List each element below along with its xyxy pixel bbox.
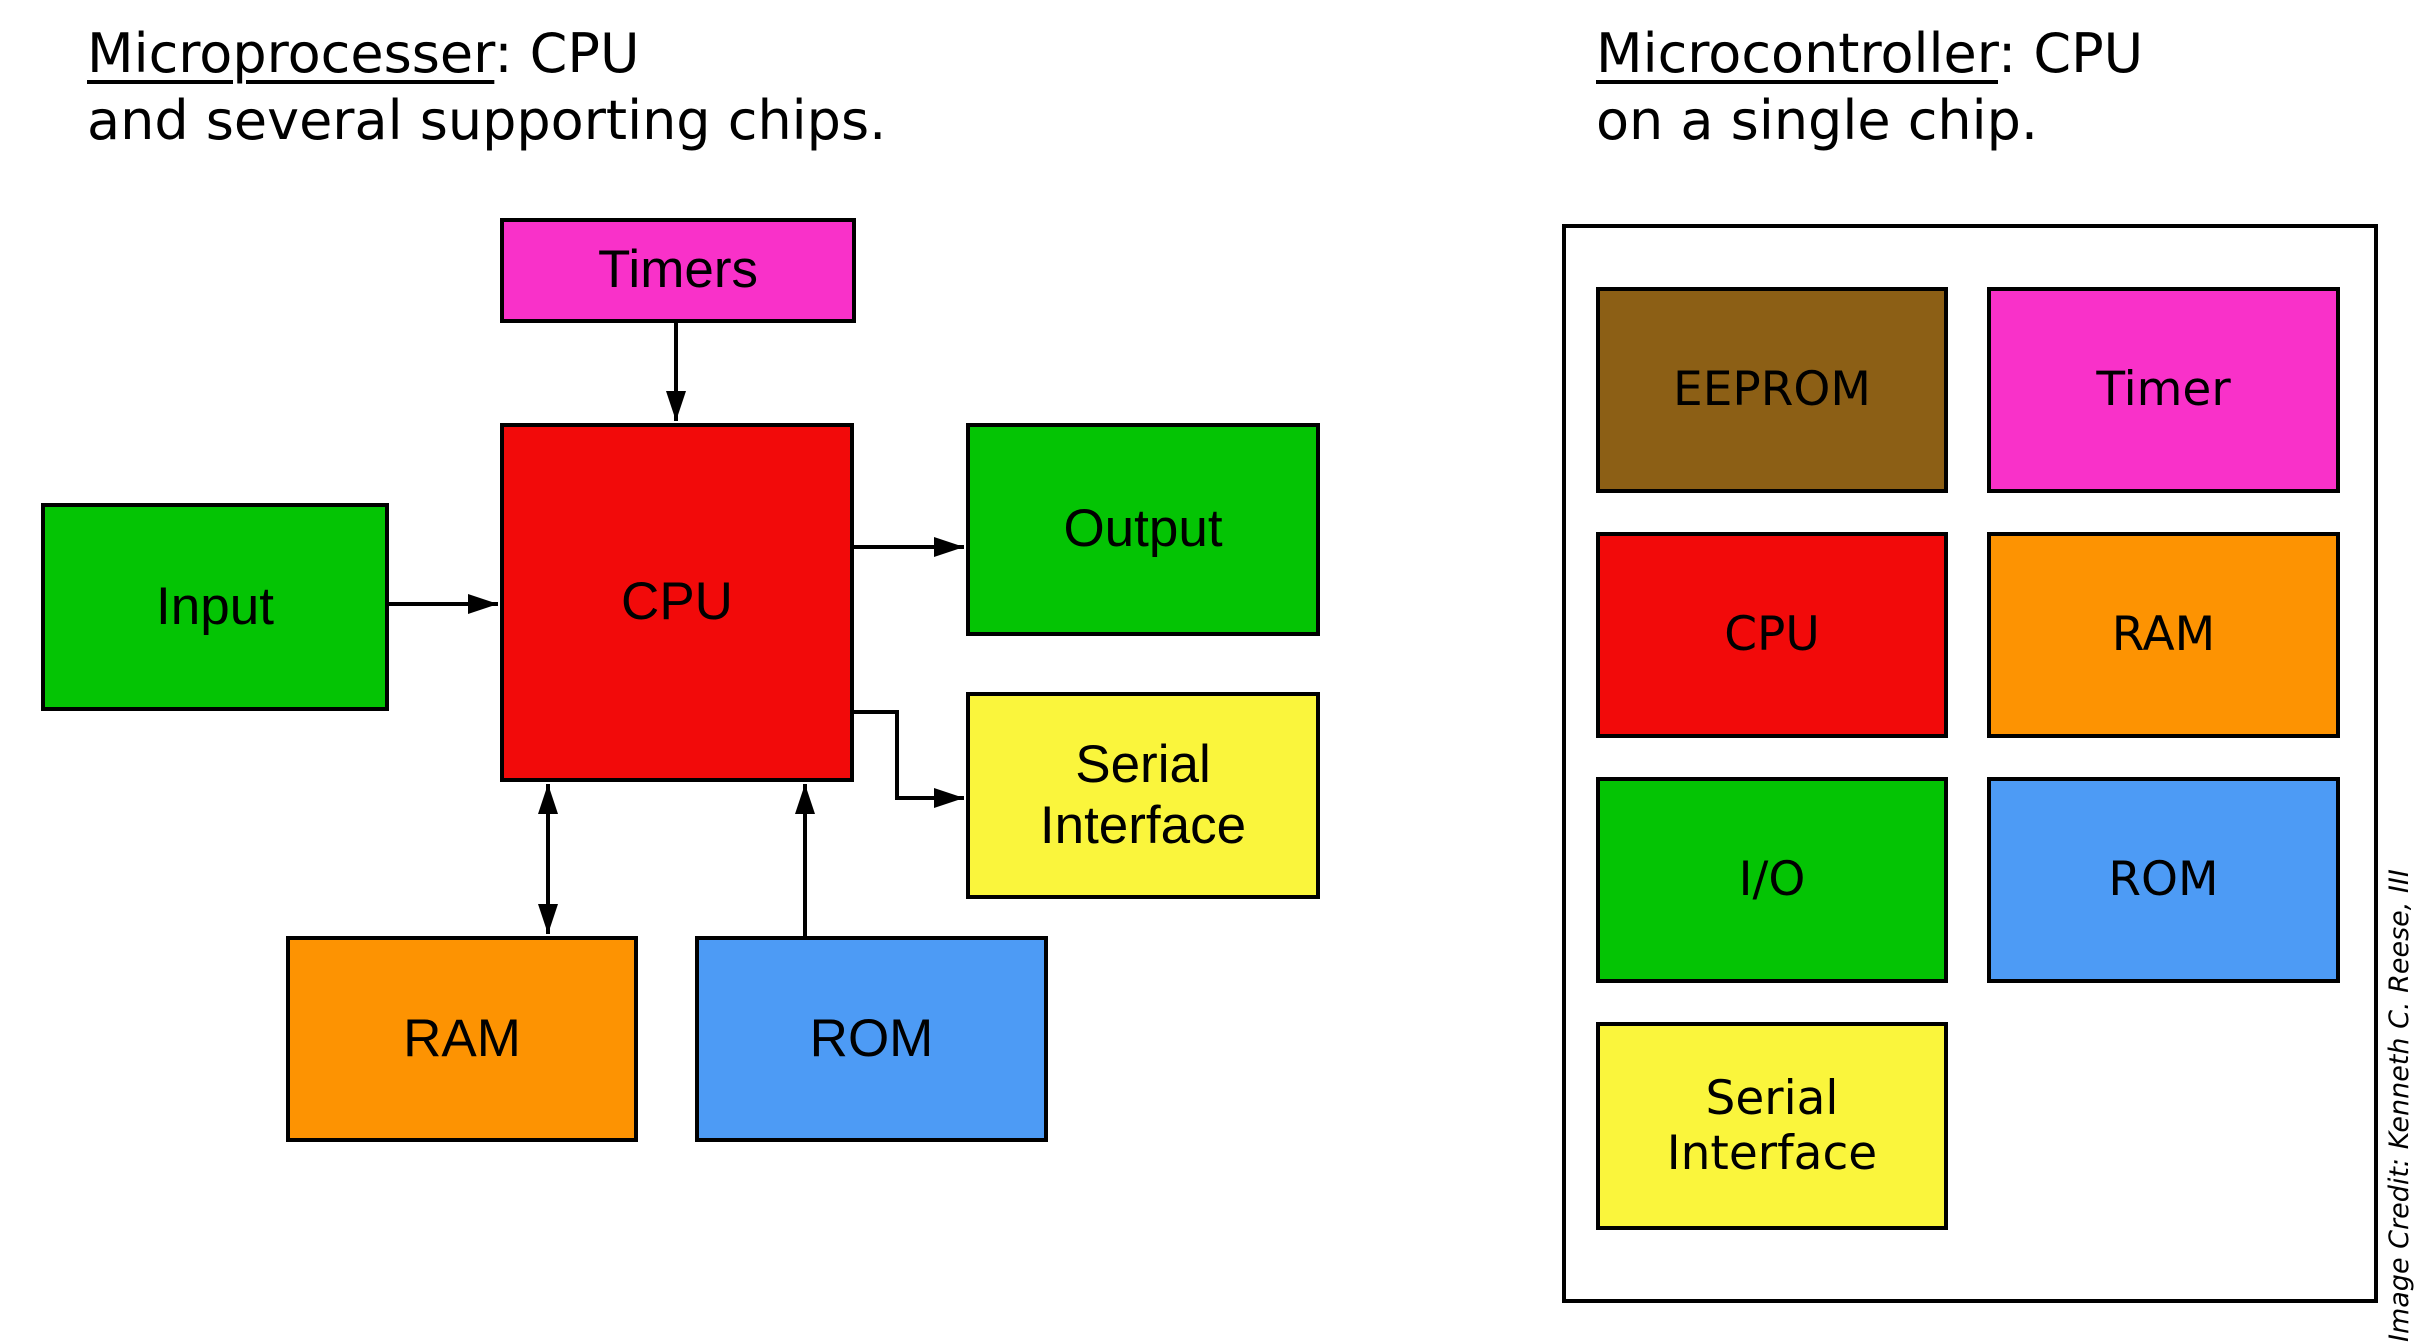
arrow-cpu-to-serial-interface xyxy=(854,710,964,808)
serial-interface-label-line1: Serial xyxy=(1075,735,1211,795)
right-title-rest: : CPU xyxy=(1998,22,2144,85)
input-block: Input xyxy=(41,503,389,711)
chip-io-label: I/O xyxy=(1738,852,1806,908)
left-panel-title: Microprocesser: CPU and several supporti… xyxy=(87,20,886,154)
timers-label: Timers xyxy=(598,240,758,300)
chip-serial-interface-label-line2: Interface xyxy=(1666,1126,1878,1181)
left-title-rest: : CPU xyxy=(494,22,640,85)
chip-eeprom-label: EEPROM xyxy=(1673,362,1871,418)
cpu-block: CPU xyxy=(500,423,854,782)
chip-ram-block: RAM xyxy=(1987,532,2340,738)
chip-serial-interface-block: Serial Interface xyxy=(1596,1022,1948,1230)
rom-label: ROM xyxy=(809,1008,934,1068)
chip-rom-label: ROM xyxy=(2108,852,2219,908)
chip-timer-label: Timer xyxy=(2096,362,2231,418)
chip-serial-interface-label-line1: Serial xyxy=(1705,1070,1839,1126)
chip-timer-block: Timer xyxy=(1987,287,2340,493)
left-title-line1: Microprocesser: CPU xyxy=(87,20,886,87)
left-title-term: Microprocesser xyxy=(87,22,495,85)
serial-interface-block: Serial Interface xyxy=(966,692,1320,899)
right-title-term: Microcontroller xyxy=(1596,22,1998,85)
chip-rom-block: ROM xyxy=(1987,777,2340,983)
rom-block: ROM xyxy=(695,936,1048,1142)
ram-label: RAM xyxy=(403,1008,521,1068)
right-title-line1: Microcontroller: CPU xyxy=(1596,20,2143,87)
cpu-label: CPU xyxy=(621,572,733,632)
serial-interface-label-line2: Interface xyxy=(1039,795,1247,855)
ram-block: RAM xyxy=(286,936,638,1142)
input-label: Input xyxy=(156,576,274,636)
image-credit: Image Credit: Kenneth C. Reese, III xyxy=(2384,869,2415,1342)
left-title-line2: and several supporting chips. xyxy=(87,89,887,152)
chip-ram-label: RAM xyxy=(2111,607,2216,663)
output-label: Output xyxy=(1063,499,1223,559)
chip-io-block: I/O xyxy=(1596,777,1948,983)
timers-block: Timers xyxy=(500,218,856,323)
chip-cpu-label: CPU xyxy=(1724,607,1820,663)
chip-cpu-block: CPU xyxy=(1596,532,1948,738)
chip-eeprom-block: EEPROM xyxy=(1596,287,1948,493)
right-title-line2: on a single chip. xyxy=(1596,89,2039,152)
output-block: Output xyxy=(966,423,1320,636)
right-panel-title: Microcontroller: CPU on a single chip. xyxy=(1596,20,2143,154)
